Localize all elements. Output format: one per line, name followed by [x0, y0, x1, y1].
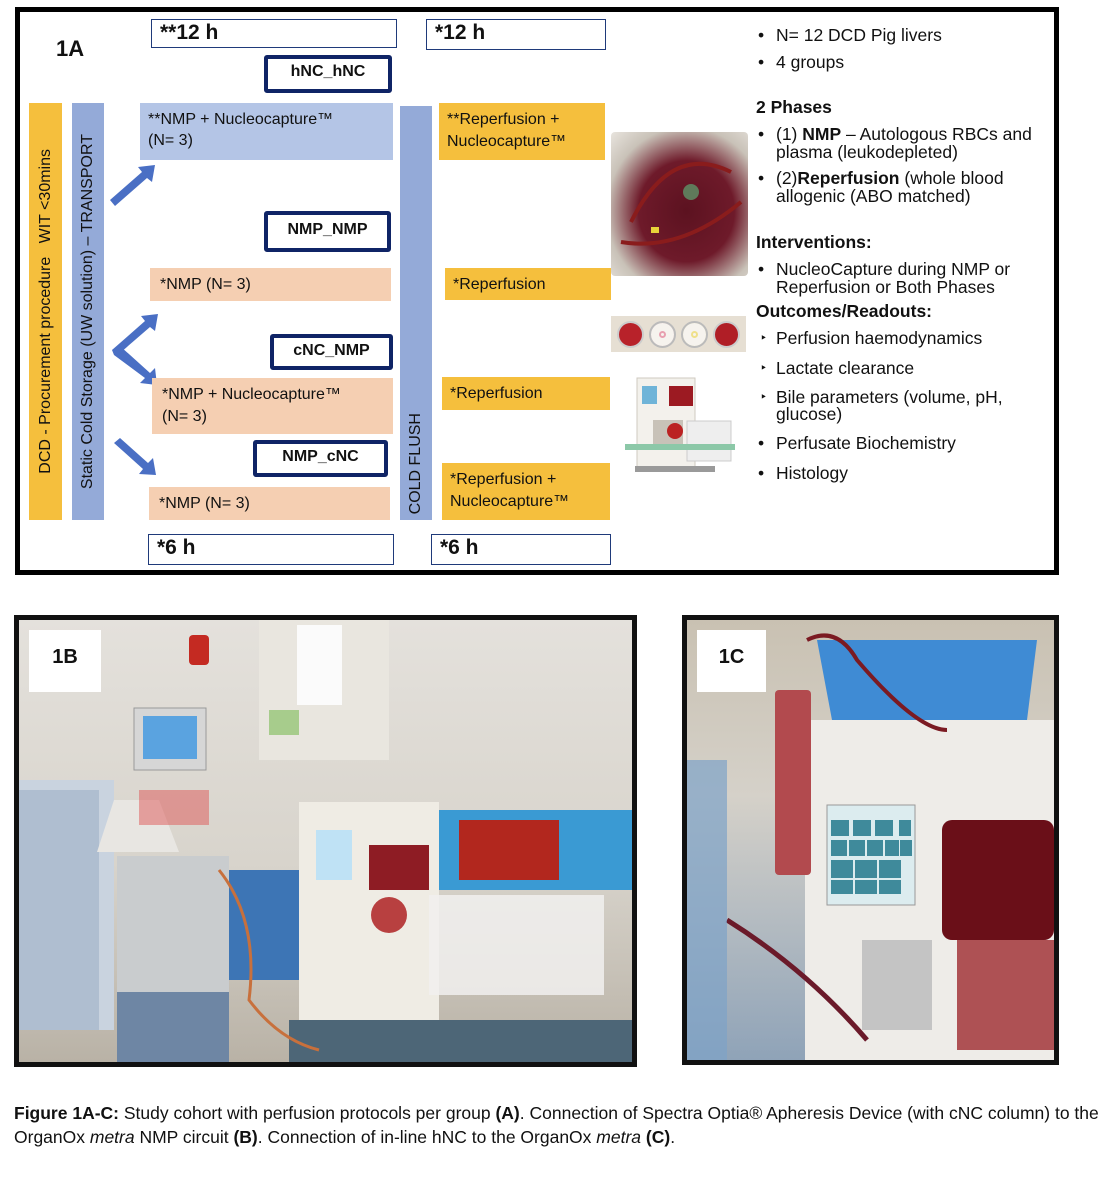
- caption-lead: Figure 1A-C:: [14, 1103, 119, 1123]
- outcome-item: Bile parameters (volume, pH, glucose): [756, 388, 1031, 423]
- cold-storage-bar-text: Static Cold Storage (UW solution) – TRAN…: [79, 133, 96, 490]
- phase-description: (whole blood allogenic (ABO matched): [776, 168, 1004, 206]
- caption-text: Study cohort with perfusion protocols pe…: [119, 1103, 496, 1123]
- petri-dish-2: [649, 320, 677, 348]
- summary-item: N= 12 DCD Pig livers: [756, 26, 1056, 46]
- study-summary: N= 12 DCD Pig livers 4 groups 2 Phases (…: [756, 26, 1056, 491]
- reperfusion-box-cnc-nmp: *Reperfusion: [442, 377, 610, 410]
- phases-list: (1) NMP – Autologous RBCs and plasma (le…: [756, 125, 1056, 205]
- branch-arrows: [110, 165, 158, 475]
- petri-dish-4: [712, 320, 740, 348]
- nmp-box-nmp-cnc: *NMP (N= 3): [149, 487, 390, 520]
- petri-dishes-photo: [611, 316, 746, 352]
- nmp-box-nmp-nmp: *NMP (N= 3): [150, 268, 391, 301]
- phase-item: (2)Reperfusion (whole blood allogenic (A…: [756, 169, 1056, 205]
- arrow-to-cnc-nmp: [112, 346, 157, 385]
- caption-text: NMP circuit: [134, 1127, 234, 1147]
- phase-description: – Autologous RBCs and plasma (leukodeple…: [776, 124, 1032, 162]
- phase-prefix: (1): [776, 124, 803, 144]
- tubing-illustration: [620, 161, 743, 246]
- outcome-item: Perfusate Biochemistry: [756, 434, 1056, 454]
- outcome-item: Lactate clearance: [756, 359, 1056, 379]
- reperfusion-box-nmp-nmp: *Reperfusion: [445, 268, 611, 300]
- outcome-item: Perfusion haemodynamics: [756, 329, 1056, 349]
- study-summary-top-list: N= 12 DCD Pig livers 4 groups: [756, 26, 1056, 73]
- outcomes-heading: Outcomes/Readouts:: [756, 301, 932, 321]
- arrow-to-nmp-nmp: [112, 314, 158, 353]
- procurement-bar: DCD - Procurement procedure WIT <30mins: [29, 103, 62, 520]
- figure-caption: Figure 1A-C: Study cohort with perfusion…: [14, 1101, 1104, 1149]
- caption-italic: metra: [89, 1127, 135, 1147]
- outcomes-list: Perfusion haemodynamics Lactate clearanc…: [756, 329, 1056, 484]
- spectra-optia-connected-to-organox-photo: [19, 620, 632, 1062]
- summary-item: 4 groups: [756, 53, 1056, 73]
- arrow-to-nmp-cnc: [114, 438, 156, 475]
- phase-prefix: (2): [776, 168, 798, 188]
- phase-item: (1) NMP – Autologous RBCs and plasma (le…: [756, 125, 1056, 161]
- cold-flush-bar: COLD FLUSH: [400, 106, 432, 520]
- phases-heading: 2 Phases: [756, 97, 832, 117]
- petri-dish-1: [617, 320, 645, 348]
- procurement-bar-text: DCD - Procurement procedure WIT <30mins: [36, 149, 54, 474]
- arrow-to-hnc-hnc: [110, 165, 155, 206]
- cold-flush-bar-text: COLD FLUSH: [407, 412, 424, 514]
- nmp-box-cnc-nmp: *NMP + Nucleocapture™ (N= 3): [152, 378, 393, 434]
- group-label-nmp-cnc: NMP_cNC: [253, 440, 388, 477]
- intervention-item: NucleoCapture during NMP or Reperfusion …: [756, 260, 1056, 296]
- caption-italic: metra: [596, 1127, 642, 1147]
- reperfusion-box-nmp-cnc: *Reperfusion + Nucleocapture™: [442, 463, 610, 520]
- panel-c-label: 1C: [697, 630, 766, 692]
- group-label-cnc-nmp: cNC_NMP: [270, 334, 393, 370]
- group-label-hnc-hnc: hNC_hNC: [264, 55, 392, 93]
- cold-storage-bar: Static Cold Storage (UW solution) – TRAN…: [72, 103, 104, 520]
- caption-ref-c: (C): [645, 1127, 671, 1147]
- petri-dish-3: [680, 320, 708, 348]
- caption-ref-b: (B): [233, 1127, 258, 1147]
- group-label-nmp-nmp: NMP_NMP: [264, 211, 391, 252]
- time-box-bottom-left: *6 h: [148, 534, 394, 565]
- caption-text: . Connection of Spectra Optia® Apheresis…: [14, 1103, 1099, 1147]
- caption-text: . Connection of in-line hNC to the Organ…: [257, 1127, 597, 1147]
- caption-ref-a: (A): [495, 1103, 520, 1123]
- liver-in-perfusion-bowl-photo: [611, 132, 748, 276]
- panel-a-label: 1A: [56, 36, 85, 61]
- caption-text: .: [670, 1127, 676, 1147]
- inline-hnc-column-on-organox-photo: [687, 633, 1054, 1060]
- outcome-item: Histology: [756, 464, 1056, 484]
- time-box-bottom-right: *6 h: [431, 534, 611, 565]
- phase-name: NMP: [802, 124, 842, 144]
- time-box-top-left: **12 h: [151, 19, 397, 48]
- phase-name: Reperfusion: [797, 168, 900, 188]
- panel-b-label: 1B: [29, 630, 101, 692]
- interventions-list: NucleoCapture during NMP or Reperfusion …: [756, 260, 1056, 296]
- organox-metra-device-photo: [625, 377, 735, 472]
- interventions-heading: Interventions:: [756, 232, 872, 252]
- reperfusion-box-hnc-hnc: **Reperfusion + Nucleocapture™: [439, 103, 605, 160]
- nmp-box-hnc-hnc: **NMP + Nucleocapture™ (N= 3): [140, 103, 393, 160]
- panel-b-photo: [14, 615, 637, 1067]
- time-box-top-right: *12 h: [426, 19, 606, 50]
